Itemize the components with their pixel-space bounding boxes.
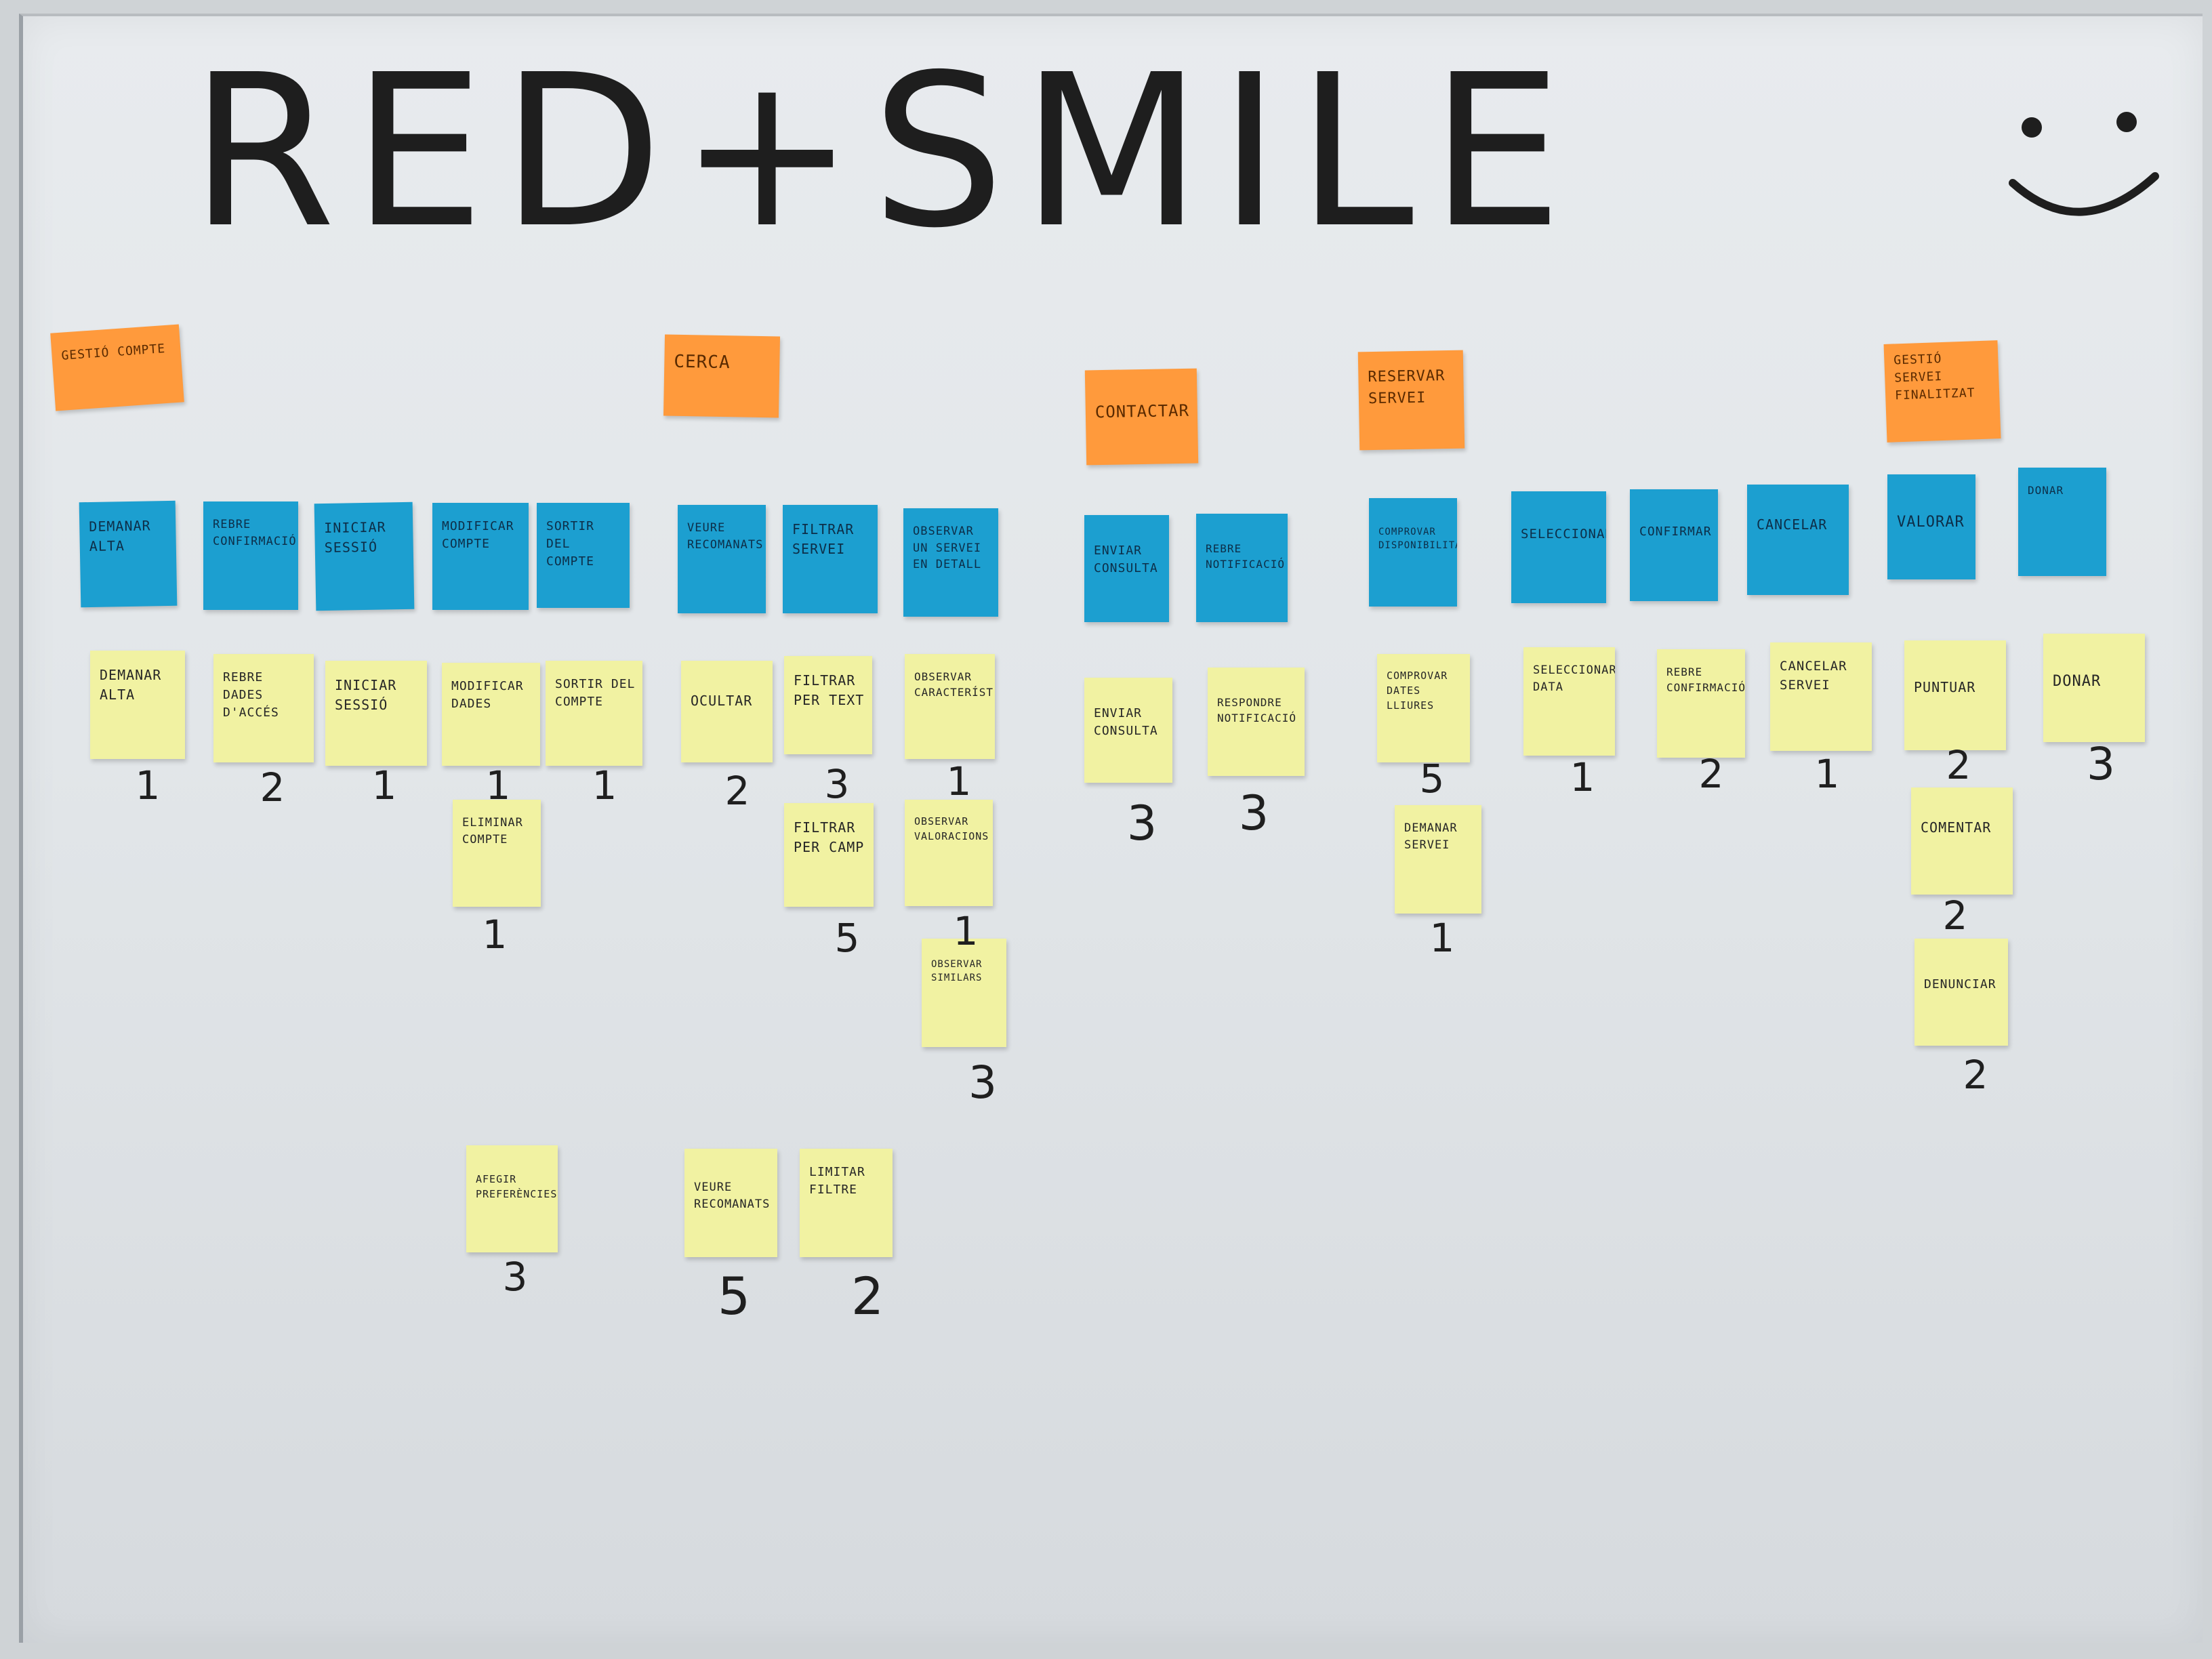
priority-number: 3 [1126, 796, 1158, 851]
task-note: CANCELAR SERVEI [1770, 642, 1872, 751]
activity-note: ENVIAR CONSULTA [1084, 515, 1169, 622]
activity-note: COMPROVAR DISPONIBILITAT [1369, 498, 1457, 607]
priority-number: 2 [1698, 751, 1724, 797]
task-note: COMPROVAR DATES LLIURES [1377, 654, 1470, 762]
priority-number: 1 [1814, 751, 1840, 797]
task-note: COMENTAR [1911, 787, 2013, 895]
priority-number: 1 [1429, 915, 1455, 961]
priority-number: 2 [1963, 1052, 1988, 1098]
priority-number: 3 [968, 1057, 997, 1109]
priority-number: 3 [502, 1254, 528, 1300]
category-note: GESTIÓ COMPTE [50, 324, 184, 411]
task-note: DEMANAR SERVEI [1395, 805, 1481, 914]
task-note: LIMITAR FILTRE [800, 1149, 893, 1257]
task-note: DENUNCIAR [1914, 939, 2008, 1046]
task-note: FILTRAR PER CAMP [784, 803, 874, 907]
board-title: RED+SMILE [190, 30, 1579, 274]
activity-note: FILTRAR SERVEI [783, 505, 878, 613]
task-note: DEMANAR ALTA [90, 651, 185, 759]
category-note: CERCA [663, 334, 781, 418]
priority-number: 2 [1946, 742, 1971, 788]
priority-number: 5 [834, 915, 860, 961]
activity-note: MODIFICAR COMPTE [432, 503, 529, 610]
priority-number: 1 [946, 758, 972, 804]
task-note: REBRE CONFIRMACIÓ [1657, 649, 1745, 758]
priority-number: 2 [851, 1266, 884, 1326]
task-note: AFEGIR PREFERÈNCIES [466, 1145, 558, 1252]
activity-note: OBSERVAR UN SERVEI EN DETALL [903, 508, 998, 617]
activity-note: DONAR [2018, 468, 2106, 576]
task-note: MODIFICAR DADES [442, 663, 540, 766]
task-note: VEURE RECOMANATS [684, 1149, 777, 1257]
priority-number: 5 [1419, 756, 1445, 802]
priority-number: 2 [260, 764, 285, 811]
priority-number: 5 [717, 1266, 751, 1326]
priority-number: 3 [1238, 785, 1269, 841]
priority-number: 1 [592, 762, 617, 808]
priority-number: 2 [724, 768, 750, 814]
task-note: SORTIR DEL COMPTE [546, 661, 642, 766]
activity-note: VALORAR [1887, 474, 1975, 579]
priority-number: 3 [2087, 738, 2115, 790]
activity-note: SELECCIONAR [1511, 491, 1606, 603]
task-note: ENVIAR CONSULTA [1084, 678, 1172, 783]
activity-note: CONFIRMAR [1630, 489, 1718, 601]
task-note: OBSERVAR CARACTERÍST. [905, 654, 995, 759]
category-note: CONTACTAR [1084, 368, 1199, 466]
task-note: DONAR [2043, 634, 2145, 742]
task-note: OBSERVAR SIMILARS [922, 939, 1006, 1047]
task-note: REBRE DADES D'ACCÉS [213, 654, 314, 762]
activity-note: INICIAR SESSIÓ [314, 501, 415, 611]
priority-number: 1 [1570, 754, 1595, 800]
activity-note: CANCELAR [1747, 485, 1849, 595]
activity-note: DEMANAR ALTA [79, 500, 178, 608]
category-note: GESTIÓ SERVEI FINALITZAT [1883, 340, 2001, 443]
priority-number: 1 [953, 908, 979, 954]
priority-number: 2 [1942, 893, 1968, 939]
task-note: PUNTUAR [1904, 640, 2006, 750]
priority-number: 1 [485, 762, 511, 808]
priority-number: 3 [824, 761, 850, 807]
priority-number: 1 [482, 912, 508, 958]
task-note: RESPONDRE NOTIFICACIÓ [1208, 668, 1305, 776]
activity-note: VEURE RECOMANATS [678, 505, 766, 613]
task-note: OBSERVAR VALORACIONS [905, 800, 993, 906]
task-note: SELECCIONAR DATA [1523, 647, 1615, 756]
smiley-face-icon [2009, 112, 2159, 216]
category-note: RESERVAR SERVEI [1357, 350, 1465, 451]
activity-note: REBRE CONFIRMACIÓ [203, 501, 298, 610]
whiteboard [19, 14, 2203, 1643]
task-note: INICIAR SESSIÓ [325, 661, 427, 766]
task-note: OCULTAR [681, 661, 773, 762]
task-note: ELIMINAR COMPTE [453, 800, 541, 907]
priority-number: 1 [135, 762, 161, 808]
priority-number: 1 [371, 762, 397, 808]
activity-note: REBRE NOTIFICACIÓ [1196, 514, 1288, 622]
task-note: FILTRAR PER TEXT [784, 656, 872, 754]
activity-note: SORTIR DEL COMPTE [537, 503, 630, 608]
